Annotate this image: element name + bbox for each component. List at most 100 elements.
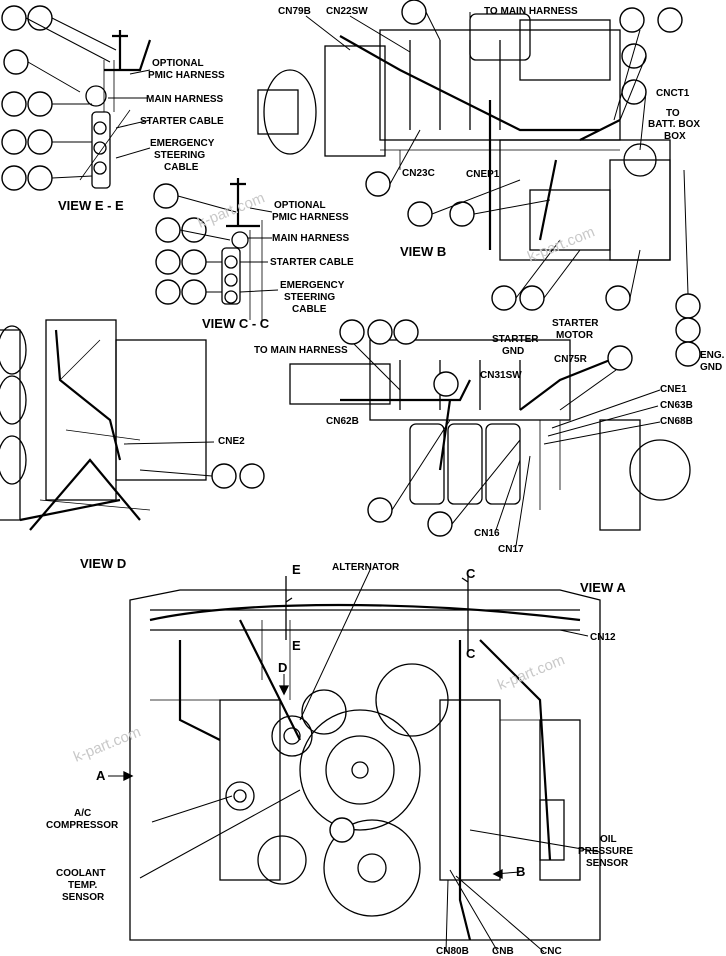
callout-bubble xyxy=(181,279,207,305)
view-e-title: VIEW E - E xyxy=(58,198,124,213)
label-optional: OPTIONAL xyxy=(152,58,204,69)
label-box: BOX xyxy=(664,131,686,142)
callout-bubble xyxy=(155,217,181,243)
label-sensor: SENSOR xyxy=(586,858,629,869)
label-compressor: COMPRESSOR xyxy=(46,820,119,831)
callout-bubble xyxy=(619,7,645,33)
label-cn12: CN12 xyxy=(590,632,616,643)
label-oil: OIL xyxy=(600,834,617,845)
label-to-main-harness-2: TO MAIN HARNESS xyxy=(254,345,348,356)
callout-bubble xyxy=(239,463,265,489)
callout-bubble xyxy=(27,5,53,31)
section-marker-c: C xyxy=(466,646,476,661)
label-cn68b: CN68B xyxy=(660,416,693,427)
callout-bubble xyxy=(607,345,633,371)
callout-bubble xyxy=(1,165,27,191)
watermark: k-part.com xyxy=(71,723,143,765)
section-marker-c: C xyxy=(466,566,476,581)
view-c-title: VIEW C - C xyxy=(202,316,270,331)
label-starter-cable: STARTER CABLE xyxy=(270,257,354,268)
callout-bubble xyxy=(181,249,207,275)
label-starter-cable: STARTER CABLE xyxy=(140,116,224,127)
view-e-e: OPTIONAL PMIC HARNESS MAIN HARNESS START… xyxy=(1,5,225,213)
watermark: k-part.com xyxy=(495,651,567,693)
callout-bubble xyxy=(1,129,27,155)
callout-bubble xyxy=(675,293,701,319)
callout-bubble xyxy=(433,371,459,397)
label-cn75r: CN75R xyxy=(554,354,588,365)
label-pressure: PRESSURE xyxy=(578,846,633,857)
callout-bubble xyxy=(367,319,393,345)
label-starter: STARTER xyxy=(552,318,599,329)
view-d-title: VIEW D xyxy=(80,556,126,571)
callout-bubble xyxy=(1,5,27,31)
label-cn62b: CN62B xyxy=(326,416,359,427)
label-pmic-harness: PMIC HARNESS xyxy=(148,70,225,81)
label-cnct1: CNCT1 xyxy=(656,88,690,99)
label-coolant: COOLANT xyxy=(56,868,105,879)
label-cn17: CN17 xyxy=(498,544,524,555)
view-d: CNE2 VIEW D xyxy=(0,319,265,571)
label-to: TO xyxy=(666,108,680,119)
callout-bubble xyxy=(407,201,433,227)
label-main-harness: MAIN HARNESS xyxy=(146,94,224,105)
callout-bubble xyxy=(153,183,179,209)
label-cn16: CN16 xyxy=(474,528,500,539)
label-cne2: CNE2 xyxy=(218,436,245,447)
callout-bubble xyxy=(657,7,683,33)
label-cable: CABLE xyxy=(292,304,327,315)
label-cn22sw: CN22SW xyxy=(326,6,368,17)
view-b: CN79B CN22SW TO MAIN HARNESS CNCT1 TO BA… xyxy=(257,0,725,373)
callout-bubble xyxy=(675,341,701,367)
section-marker-d: D xyxy=(278,660,287,675)
section-marker-e: E xyxy=(292,562,301,577)
label-pmic-harness: PMIC HARNESS xyxy=(272,212,349,223)
label-cn80b: CN80B xyxy=(436,946,469,956)
callout-bubble xyxy=(27,165,53,191)
label-cn23c: CN23C xyxy=(402,168,435,179)
view-c-c: OPTIONAL PMIC HARNESS MAIN HARNESS START… xyxy=(153,178,354,331)
callout-bubble xyxy=(329,817,355,843)
label-optional: OPTIONAL xyxy=(274,200,326,211)
callout-bubble xyxy=(365,171,391,197)
callout-bubble xyxy=(621,79,647,105)
callout-bubble xyxy=(675,317,701,343)
section-marker-b: B xyxy=(516,864,525,879)
callout-bubble xyxy=(491,285,517,311)
section-marker-a: A xyxy=(96,768,106,783)
callout-bubble xyxy=(211,463,237,489)
callout-bubble xyxy=(519,285,545,311)
callout-bubble xyxy=(367,497,393,523)
label-motor: MOTOR xyxy=(556,330,594,341)
label-main-harness: MAIN HARNESS xyxy=(272,233,350,244)
label-cne1: CNE1 xyxy=(660,384,687,395)
callout-bubble xyxy=(401,0,427,25)
view-a-title: VIEW A xyxy=(580,580,626,595)
callout-bubble xyxy=(155,279,181,305)
callout-bubble xyxy=(3,49,29,75)
label-to-main-harness: TO MAIN HARNESS xyxy=(484,6,578,17)
callout-bubble xyxy=(339,319,365,345)
view-mid-right: TO MAIN HARNESS CN31SW CN75R CNE1 CN63B … xyxy=(254,319,693,555)
label-steering: STEERING xyxy=(154,150,205,161)
label-steering: STEERING xyxy=(284,292,335,303)
callout-bubble xyxy=(27,91,53,117)
callout-bubble xyxy=(1,91,27,117)
callout-bubble xyxy=(427,511,453,537)
label-temp: TEMP. xyxy=(68,880,97,891)
label-emergency: EMERGENCY xyxy=(280,280,345,291)
callout-bubble xyxy=(605,285,631,311)
label-cn79b: CN79B xyxy=(278,6,311,17)
section-marker-e: E xyxy=(292,638,301,653)
callout-bubble xyxy=(393,319,419,345)
label-cable: CABLE xyxy=(164,162,199,173)
label-cnb: CNB xyxy=(492,946,514,956)
label-sensor-2: SENSOR xyxy=(62,892,105,903)
label-batt-box: BATT. BOX xyxy=(648,119,700,130)
view-b-title: VIEW B xyxy=(400,244,446,259)
label-cnep1: CNEP1 xyxy=(466,169,500,180)
label-alternator: ALTERNATOR xyxy=(332,562,400,573)
label-ac: A/C xyxy=(74,808,91,819)
view-a: ALTERNATOR E E C C D CN12 A A/C COMPRESS… xyxy=(46,562,633,956)
